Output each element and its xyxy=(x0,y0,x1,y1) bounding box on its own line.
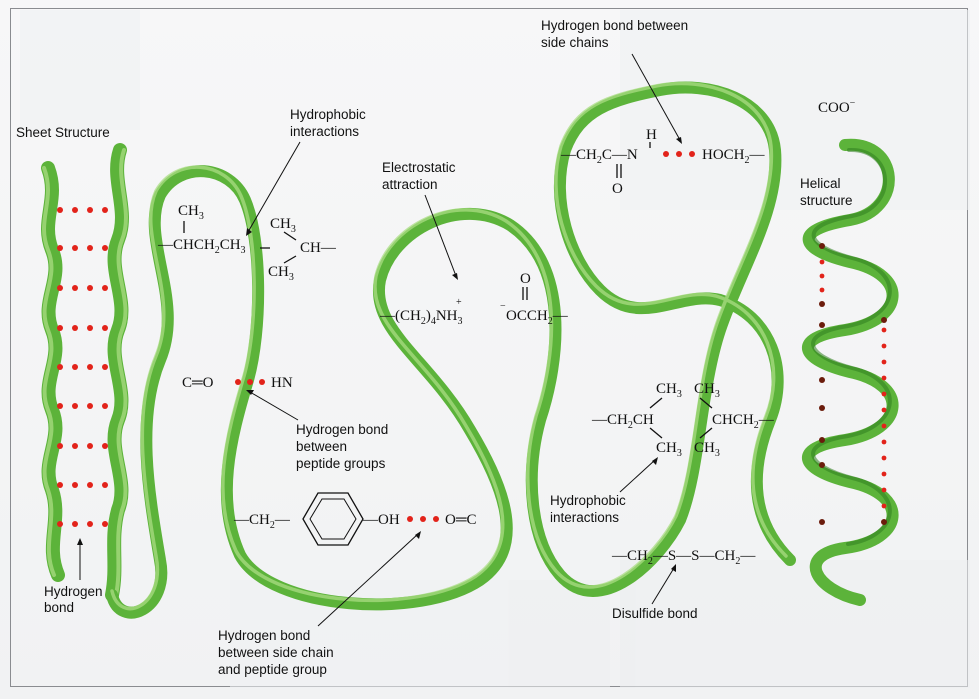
hbond-row xyxy=(57,443,108,449)
hbond-row xyxy=(57,482,108,488)
hydrophobic-side-chains-top: CH3 —CHCH2CH3 CH3 CH— CH3 xyxy=(157,203,337,283)
hydrophobic-top-arrow xyxy=(247,141,301,233)
electrostatic-groups: —(CH2)4NH3 + O − OCCH2— xyxy=(379,271,569,327)
peptide-hydrogen-bond: C═O HN xyxy=(182,375,293,391)
disulfide-arrow xyxy=(651,567,675,605)
carboxylate-terminus: COO− xyxy=(818,98,856,116)
disulfide-bond-label: Disulfide bond xyxy=(612,606,698,621)
hbond-sidechain-peptide-label-2: between side chain xyxy=(218,645,334,660)
helical-structure-label-2: structure xyxy=(800,193,853,208)
svg-text:—CH2—: —CH2— xyxy=(233,512,291,531)
svg-text:CH3: CH3 xyxy=(656,381,682,400)
hbond-sidechain-peptide-arrow xyxy=(317,533,419,627)
hydrophobic-label-top: Hydrophobic xyxy=(290,107,366,122)
svg-text:CH3: CH3 xyxy=(656,440,682,459)
hbond-row xyxy=(57,207,108,213)
beta-sheet-hydrogen-bonds xyxy=(57,207,108,527)
svg-text:O: O xyxy=(520,271,531,287)
disulfide-chemistry: —CH2—S—S—CH2— xyxy=(611,548,756,567)
hydrogen-bond-label-2: bond xyxy=(44,600,74,615)
svg-text:CH3: CH3 xyxy=(694,381,720,400)
svg-text:—(CH2)4NH3: —(CH2)4NH3 xyxy=(379,308,463,327)
hydrophobic-bottom-arrow xyxy=(619,459,656,493)
svg-text:O═C: O═C xyxy=(445,512,476,528)
helix-hydrogen-bonds xyxy=(819,243,887,525)
svg-text:—OH: —OH xyxy=(362,512,400,528)
hbond-side-chains-label-2: side chains xyxy=(541,35,609,50)
svg-text:CH3: CH3 xyxy=(270,216,296,235)
hydrophobic-label-bottom: Hydrophobic xyxy=(550,493,626,508)
svg-text:—CH2C—N: —CH2C—N xyxy=(560,147,638,166)
alpha-helix-ribbon xyxy=(802,138,899,606)
hbond-row xyxy=(57,285,108,291)
hbond-row xyxy=(57,521,108,527)
svg-text:HN: HN xyxy=(271,375,293,391)
svg-text:H: H xyxy=(646,127,657,143)
svg-text:CH—: CH— xyxy=(300,240,337,256)
electrostatic-label-2: attraction xyxy=(382,177,438,192)
hbond-row xyxy=(57,403,108,409)
sidechain-peptide-hydrogen-bond: —CH2— —OH O═C xyxy=(233,492,476,546)
hbond-peptide-label-3: peptide groups xyxy=(296,456,386,471)
sheet-structure-label: Sheet Structure xyxy=(16,125,110,140)
svg-text:CH3: CH3 xyxy=(268,264,294,283)
hydrophobic-label-bottom-2: interactions xyxy=(550,510,619,525)
benzene-ring xyxy=(302,492,364,546)
hbond-row xyxy=(57,325,108,331)
hbond-side-chains-arrow xyxy=(631,53,681,141)
hydrophobic-side-chains-bottom: CH3 CH3 —CH2CH CHCH2— CH3 CH3 xyxy=(591,381,775,459)
svg-text:CH3: CH3 xyxy=(178,203,204,222)
beta-sheet-ribbon xyxy=(41,143,129,602)
hbond-row xyxy=(57,364,108,370)
svg-text:CH3: CH3 xyxy=(694,440,720,459)
hbond-peptide-arrow xyxy=(249,391,299,421)
svg-text:C═O: C═O xyxy=(182,375,214,391)
svg-text:HOCH2—: HOCH2— xyxy=(702,147,766,166)
svg-text:CHCH2—: CHCH2— xyxy=(712,412,775,431)
hydrogen-bond-label: Hydrogen xyxy=(44,584,103,599)
helical-structure-label: Helical xyxy=(800,176,841,191)
hbond-row xyxy=(57,245,108,251)
tertiary-structure-ribbon xyxy=(106,81,796,619)
svg-text:−: − xyxy=(500,301,506,312)
electrostatic-label: Electrostatic xyxy=(382,160,456,175)
svg-text:—CH2CH: —CH2CH xyxy=(591,412,654,431)
hydrophobic-label-top-2: interactions xyxy=(290,124,359,139)
svg-text:OCCH2—: OCCH2— xyxy=(506,308,569,327)
hbond-side-chains-label: Hydrogen bond between xyxy=(541,18,688,33)
hbond-peptide-label: Hydrogen bond xyxy=(296,422,388,437)
svg-text:—CHCH2CH3: —CHCH2CH3 xyxy=(157,237,246,256)
hbond-sidechain-peptide-label-3: and peptide group xyxy=(218,662,327,677)
side-chain-hydrogen-bond: —CH2C—N H O HOCH2— xyxy=(560,127,766,197)
svg-text:O: O xyxy=(612,181,623,197)
electrostatic-arrow xyxy=(424,194,457,277)
hbond-sidechain-peptide-label: Hydrogen bond xyxy=(218,628,310,643)
svg-text:+: + xyxy=(456,297,462,308)
hbond-peptide-label-2: between xyxy=(296,439,347,454)
